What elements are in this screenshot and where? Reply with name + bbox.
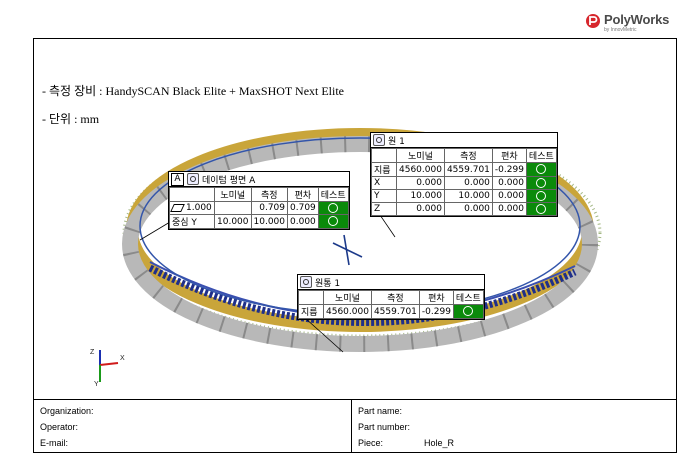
pass-indicator [452, 304, 484, 319]
polyworks-logo: PolyWorks by InnovMetric [585, 12, 695, 38]
table-row: Z 0.000 0.000 0.000 [371, 202, 557, 216]
footer-column-divider [351, 399, 352, 453]
spec-unit: - 단위 : mm [42, 112, 100, 126]
pass-indicator [525, 162, 557, 177]
report-frame [33, 38, 677, 453]
pass-indicator [317, 201, 349, 215]
axis-label-z: Z [90, 349, 95, 356]
pass-indicator [525, 202, 557, 216]
table-row: X 0.000 0.000 0.000 [371, 176, 557, 190]
polyworks-logo-icon [586, 14, 600, 28]
leader-cylinder [304, 317, 344, 353]
leader-datum [139, 221, 171, 241]
circle-title: 원 1 [388, 136, 405, 147]
piece-label: Piece: [358, 438, 384, 448]
circle-grid: 노미널 측정 편차 테스트 지름 4560.000 4559.701 -0.29… [371, 148, 557, 216]
spec-equipment: - 측정 장비 : HandySCAN Black Elite + MaxSHO… [42, 84, 345, 98]
flatness-cell: 1.000 [169, 201, 215, 215]
datum-header-2: 측정 [250, 187, 288, 202]
operator-label: Operator: [40, 422, 79, 432]
datum-header-1: 노미널 [214, 187, 252, 202]
center-cross-a [332, 242, 363, 258]
email-label: E-mail: [40, 438, 69, 448]
scan-blue-front [148, 264, 577, 326]
footer-divider [33, 399, 677, 400]
pass-indicator [317, 214, 349, 229]
datum-plane-table[interactable]: A 데이텀 평면 A 노미널 측정 편차 테스트 1.000 0.709 0.7… [168, 171, 350, 230]
cylinder-icon [300, 276, 312, 288]
cylinder-table[interactable]: 원통 1 노미널 측정 편차 테스트 지름 4560.000 4559.701 … [297, 274, 485, 320]
part-name-label: Part name: [358, 406, 403, 416]
cylinder-title: 원통 1 [315, 278, 341, 289]
axis-label-y: Y [94, 381, 99, 388]
datum-header-0 [169, 187, 215, 202]
brand-sub: by InnovMetric [604, 27, 637, 33]
datum-header-3: 편차 [287, 187, 319, 202]
pass-indicator [525, 189, 557, 203]
center-cross-b [343, 234, 350, 266]
leader-circle [379, 214, 396, 238]
part-number-label: Part number: [358, 422, 411, 432]
organization-label: Organization: [40, 406, 94, 416]
flatness-icon [170, 203, 185, 212]
circle-table[interactable]: 원 1 노미널 측정 편차 테스트 지름 4560.000 4559.701 -… [370, 132, 558, 217]
cylinder-grid: 노미널 측정 편차 테스트 지름 4560.000 4559.701 -0.29… [298, 290, 484, 319]
table-row: 지름 4560.000 4559.701 -0.299 [371, 162, 557, 177]
axis-label-x: X [120, 355, 125, 362]
table-row: 1.000 0.709 0.709 [169, 201, 349, 215]
axis-triad [99, 350, 119, 382]
datum-plane-icon [187, 173, 199, 185]
datum-title: 데이텀 평면 A [202, 175, 256, 186]
table-row: Y 10.000 10.000 0.000 [371, 189, 557, 203]
datum-grid: 노미널 측정 편차 테스트 1.000 0.709 0.709 중심 Y 10.… [169, 187, 349, 229]
circle-icon [373, 134, 385, 146]
piece-value: Hole_R [424, 438, 455, 448]
pass-indicator [525, 176, 557, 190]
ring-segments [122, 136, 598, 352]
table-row: 지름 4560.000 4559.701 -0.299 [298, 304, 484, 319]
table-row: 중심 Y 10.000 10.000 0.000 [169, 214, 349, 229]
brand-name: PolyWorks [604, 12, 670, 27]
datum-header-4: 테스트 [317, 187, 349, 202]
datum-letter: A [171, 172, 184, 186]
